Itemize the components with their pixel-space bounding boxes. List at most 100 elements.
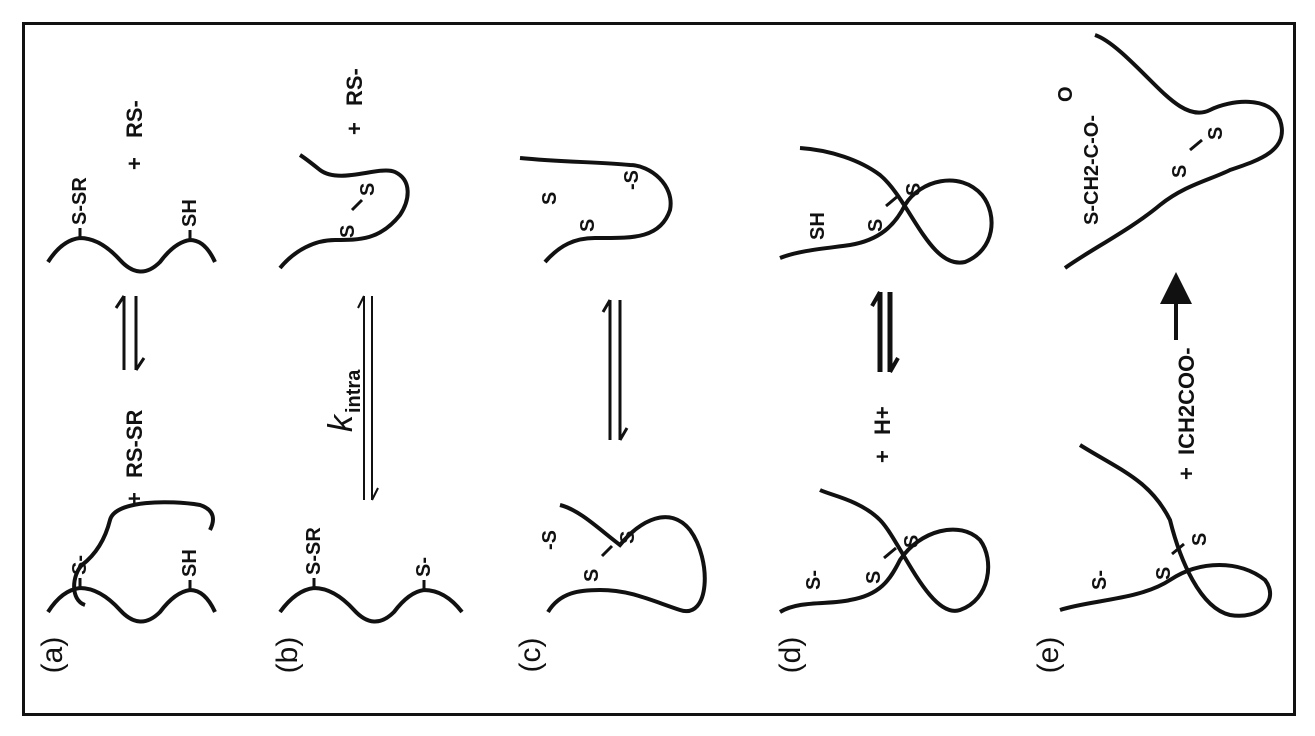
row-e-right-ss-bond [1189,138,1203,152]
row-c-right-group2: -S [621,170,643,190]
row-a-label: (a) [36,637,69,674]
row-e-left-group1: S- [1089,570,1111,590]
row-d-left-bridge1: S [863,571,885,584]
row-b-left-g1-wrap: S-SR [303,527,325,575]
row-e-right-carbonyl: O [1055,86,1077,102]
row-c-left-loop [546,503,707,614]
row-a-reagent-left-wrap: RS-SR [122,409,147,478]
row-a-right-group2: SH [179,199,201,227]
row-b-left-g2-wrap: S- [413,557,435,577]
row-e-left-bridge1: S [1153,567,1175,580]
row-e-left-g1-wrap: S- [1089,570,1111,590]
row-c-right-b1-wrap: S [577,219,599,232]
row-b-right-bridge2: S [357,183,379,196]
row-e-left-b2-wrap: S [1189,533,1211,546]
row-b-right-b2-wrap: S [357,183,379,196]
row-c-left-ss-bond [600,544,614,558]
row-c-left-b1-wrap: S [581,569,603,582]
row-d-equilibrium-arrows [870,291,900,373]
row-e-label-group: (e) [1032,637,1065,674]
row-d-reagent-left-wrap: H+ [870,406,895,435]
row-d-reagent-left: H+ [870,406,895,435]
row-c-equilibrium-arrows [601,299,629,441]
row-d-left-group1: S- [803,570,825,590]
row-a-right-group1: S-SR [69,177,91,225]
row-e-label: (e) [1032,637,1065,674]
row-c-right-g1-wrap: S [539,192,561,205]
row-a-plus-left: + [122,492,147,505]
row-b-reagent-right: RS- [342,68,367,106]
row-e-right-bridge2: S [1205,127,1227,140]
row-a-reagent-left: RS-SR [122,409,147,478]
row-e-plus-left-wrap: + [1174,467,1199,480]
row-e-right-carbonyl-wrap: O [1055,86,1077,102]
row-a-plus-right-wrap: + [122,157,147,170]
row-e-left-loop [1059,443,1272,618]
row-b-rate-sub: intra [343,369,365,413]
row-d-right-ss-bond [885,194,899,208]
row-c-right-group1: S [539,192,561,205]
row-e-left-b1-wrap: S [1153,567,1175,580]
row-b-plus-right-wrap: + [342,122,367,135]
row-b-right-bridge1: S [337,225,359,238]
row-d-plus-left-wrap: + [870,450,895,463]
row-c-label-group: (c) [514,638,547,673]
row-a-label-group: (a) [36,637,69,674]
row-a-left-group2: SH [179,549,201,577]
row-b-right-loop [278,153,410,270]
row-a-right-g2-wrap: SH [179,199,201,227]
row-d-label-group: (d) [774,637,807,674]
row-b-label-group: (b) [271,637,304,674]
row-c-right-bridge1: S [577,219,599,232]
row-d-right-g1-wrap: SH [807,212,829,240]
row-a-reagent-right: RS- [122,100,147,138]
row-c-label: (c) [514,638,547,673]
row-a-left-g1-wrap: S- [69,555,91,575]
row-e-reagent-left: ICH2COO- [1174,347,1199,455]
row-d-left-ss-bond [883,546,897,560]
row-e-right-b1-wrap: S [1169,165,1191,178]
row-a-left-chain [72,500,215,607]
row-b-equilibrium-arrows [357,295,379,501]
row-e-plus-left: + [1174,467,1199,480]
row-d-left-loop [778,488,991,614]
row-c-left-bridge1: S [581,569,603,582]
row-e-right-loop [1063,33,1284,270]
diagram-frame [22,22,1296,716]
row-a-right-g1-wrap: S-SR [69,177,91,225]
row-a-plus-left-wrap: + [122,492,147,505]
row-b-left-wave [278,585,464,624]
row-b-rate-wrap: k [322,413,360,432]
row-d-right-group1: SH [807,212,829,240]
row-a-right-wave [46,235,217,274]
row-d-left-b2-wrap: S [901,535,923,548]
row-d-left-b1-wrap: S [863,571,885,584]
row-d-right-b1-wrap: S [865,219,887,232]
row-b-right-ss-bond [350,198,364,212]
row-b-reagent-right-wrap: RS- [342,68,367,106]
row-d-left-bridge2: S [901,535,923,548]
row-e-right-group1: S-CH2-C-O- [1081,115,1103,225]
row-e-left-ss-bond [1171,542,1185,556]
row-c-left-g1-wrap: -S [539,530,561,550]
row-a-reagent-right-wrap: RS- [122,100,147,138]
row-b-rate-sub-wrap: intra [343,369,365,413]
row-c-right-loop [519,156,673,264]
row-c-right-g2-wrap: -S [621,170,643,190]
row-a-left-g2-wrap: SH [179,549,201,577]
row-e-right-g1-wrap: S-CH2-C-O- [1081,115,1103,225]
row-a-plus-right: + [122,157,147,170]
row-d-left-g1-wrap: S- [803,570,825,590]
row-e-left-bridge2: S [1189,533,1211,546]
row-c-left-b2-wrap: S [617,531,639,544]
row-a-equilibrium-arrows [114,295,146,371]
row-d-right-bridge1: S [865,219,887,232]
row-b-label: (b) [271,637,304,674]
row-b-left-group1: S-SR [303,527,325,575]
row-d-label: (d) [774,637,807,674]
row-e-right-bridge1: S [1169,165,1191,178]
row-d-right-bridge2: S [903,183,925,196]
row-e-reagent-left-wrap: ICH2COO- [1174,347,1199,455]
row-c-left-bridge2: S [617,531,639,544]
